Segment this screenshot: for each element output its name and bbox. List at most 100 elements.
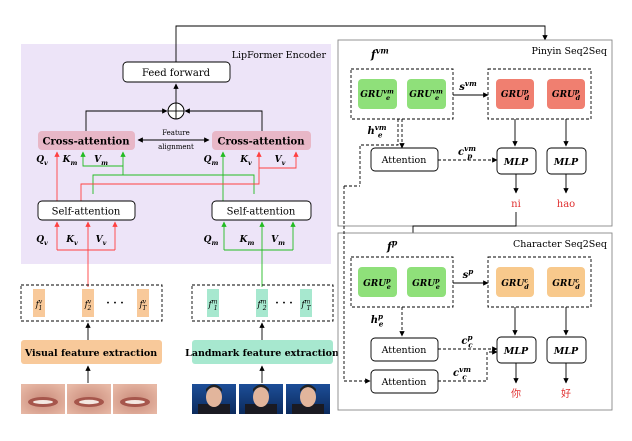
feature-alignment-line1: Feature [162,129,190,137]
left-cross-input-labels: Qv Km Vm [36,155,108,167]
left-self-input-2: Vv [96,235,107,247]
lip-thumbnail-1 [21,384,65,414]
character-attention-2-label: Attention [381,377,427,388]
character-input-label: fp [386,239,398,253]
cross-attention-left-label: Cross-attention [42,137,130,148]
landmark-extraction-block [192,340,333,364]
character-mlp-2 [546,336,587,364]
right-self-input-1: Km [239,235,255,247]
lip-thumbnail-3 [113,384,157,414]
pinyin-decoder-gru-2 [547,79,585,109]
pinyin-input-label: fvm [370,47,389,61]
pinyin-encoder-gru-1 [358,79,397,109]
pinyin-encoder-gru-2 [407,79,446,109]
landmark-feature-1 [207,289,219,317]
landmark-feature-2 [256,289,268,317]
right-self-input-2: Vm [271,235,285,247]
pinyin-state-label: svm [459,79,477,93]
character-mlp-1 [496,336,537,364]
character-decoder-gru-1 [496,267,534,297]
right-cross-to-concat [184,108,263,131]
character-attention-block-1 [370,337,439,362]
cross-attention-right [212,131,311,150]
character-mlp-1-label: MLP [503,346,529,357]
landmark-thumbnail-1 [192,384,236,414]
left-cross-input-0: Qv [36,155,48,167]
pinyin-mlp-2-label: MLP [553,157,579,168]
right-cross-input-1: Kv [239,155,252,167]
landmark-thumbnails [192,384,330,414]
pinyin-output-1: ni [511,199,521,210]
right-cross-input-2: Vv [275,155,286,167]
visual-feature-T [137,289,149,317]
pinyin-attention-label: Attention [381,155,427,166]
visual-extraction-block [21,340,162,364]
encoder-title: LipFormer Encoder [232,50,327,61]
character-title: Character Seq2Seq [513,239,607,250]
landmark-feature-group [191,284,334,322]
feature-alignment-line2: alignment [158,143,194,151]
left-self-input-0: Qv [36,235,48,247]
visual-feature-group [20,284,163,322]
landmark-thumbnail-3 [286,384,330,414]
character-attention-1-label: Attention [381,345,427,356]
visual-ellipsis: · · · [106,298,123,309]
pinyin-decoder-group [487,68,592,120]
pinyin-attention-block [370,147,439,172]
right-cross-input-0: Qm [204,155,219,167]
cross-attention-right-label: Cross-attention [217,137,305,148]
landmark-extraction-label: Landmark feature extraction [185,348,339,359]
feed-forward-block [122,61,231,83]
visual-feature-1 [33,289,45,317]
left-cross-input-2: Vm [94,155,108,167]
character-encoder-gru-2 [407,267,446,297]
character-output-1: 你 [511,387,521,400]
cross-attention-left [38,131,135,150]
pinyin-decoder-gru-1 [496,79,534,109]
landmark-ellipsis: · · · [275,298,292,309]
left-self-input-1: Kv [65,235,78,247]
pinyin-output-2: hao [557,199,575,210]
visual-extraction-label: Visual feature extraction [24,348,157,359]
visual-feature-2 [82,289,94,317]
character-encoder-gru-1 [358,267,397,297]
pinyin-mlp-1 [496,147,537,175]
pinyin-title: Pinyin Seq2Seq [531,46,607,57]
lip-thumbnails [21,384,157,414]
character-decoder-group [487,256,592,308]
lip-thumbnail-2 [67,384,111,414]
encoder-output-arrow [175,25,548,64]
landmark-feature-T [300,289,312,317]
self-attention-left-label: Self-attention [52,207,121,218]
self-attention-right-label: Self-attention [227,207,296,218]
self-attention-right [211,200,312,221]
character-state-label: sp [463,267,474,281]
left-cross-input-1: Km [62,155,78,167]
pinyin-mlp-1-label: MLP [503,157,529,168]
self-attention-left [37,200,136,221]
character-decoder-gru-2 [547,267,585,297]
character-mlp-2-label: MLP [553,346,579,357]
right-cross-input-labels: Qm Kv Vv [204,155,286,167]
right-self-input-0: Qm [204,235,219,247]
left-self-input-labels: Qv Kv Vv [36,235,106,247]
left-cross-to-concat [85,108,168,131]
